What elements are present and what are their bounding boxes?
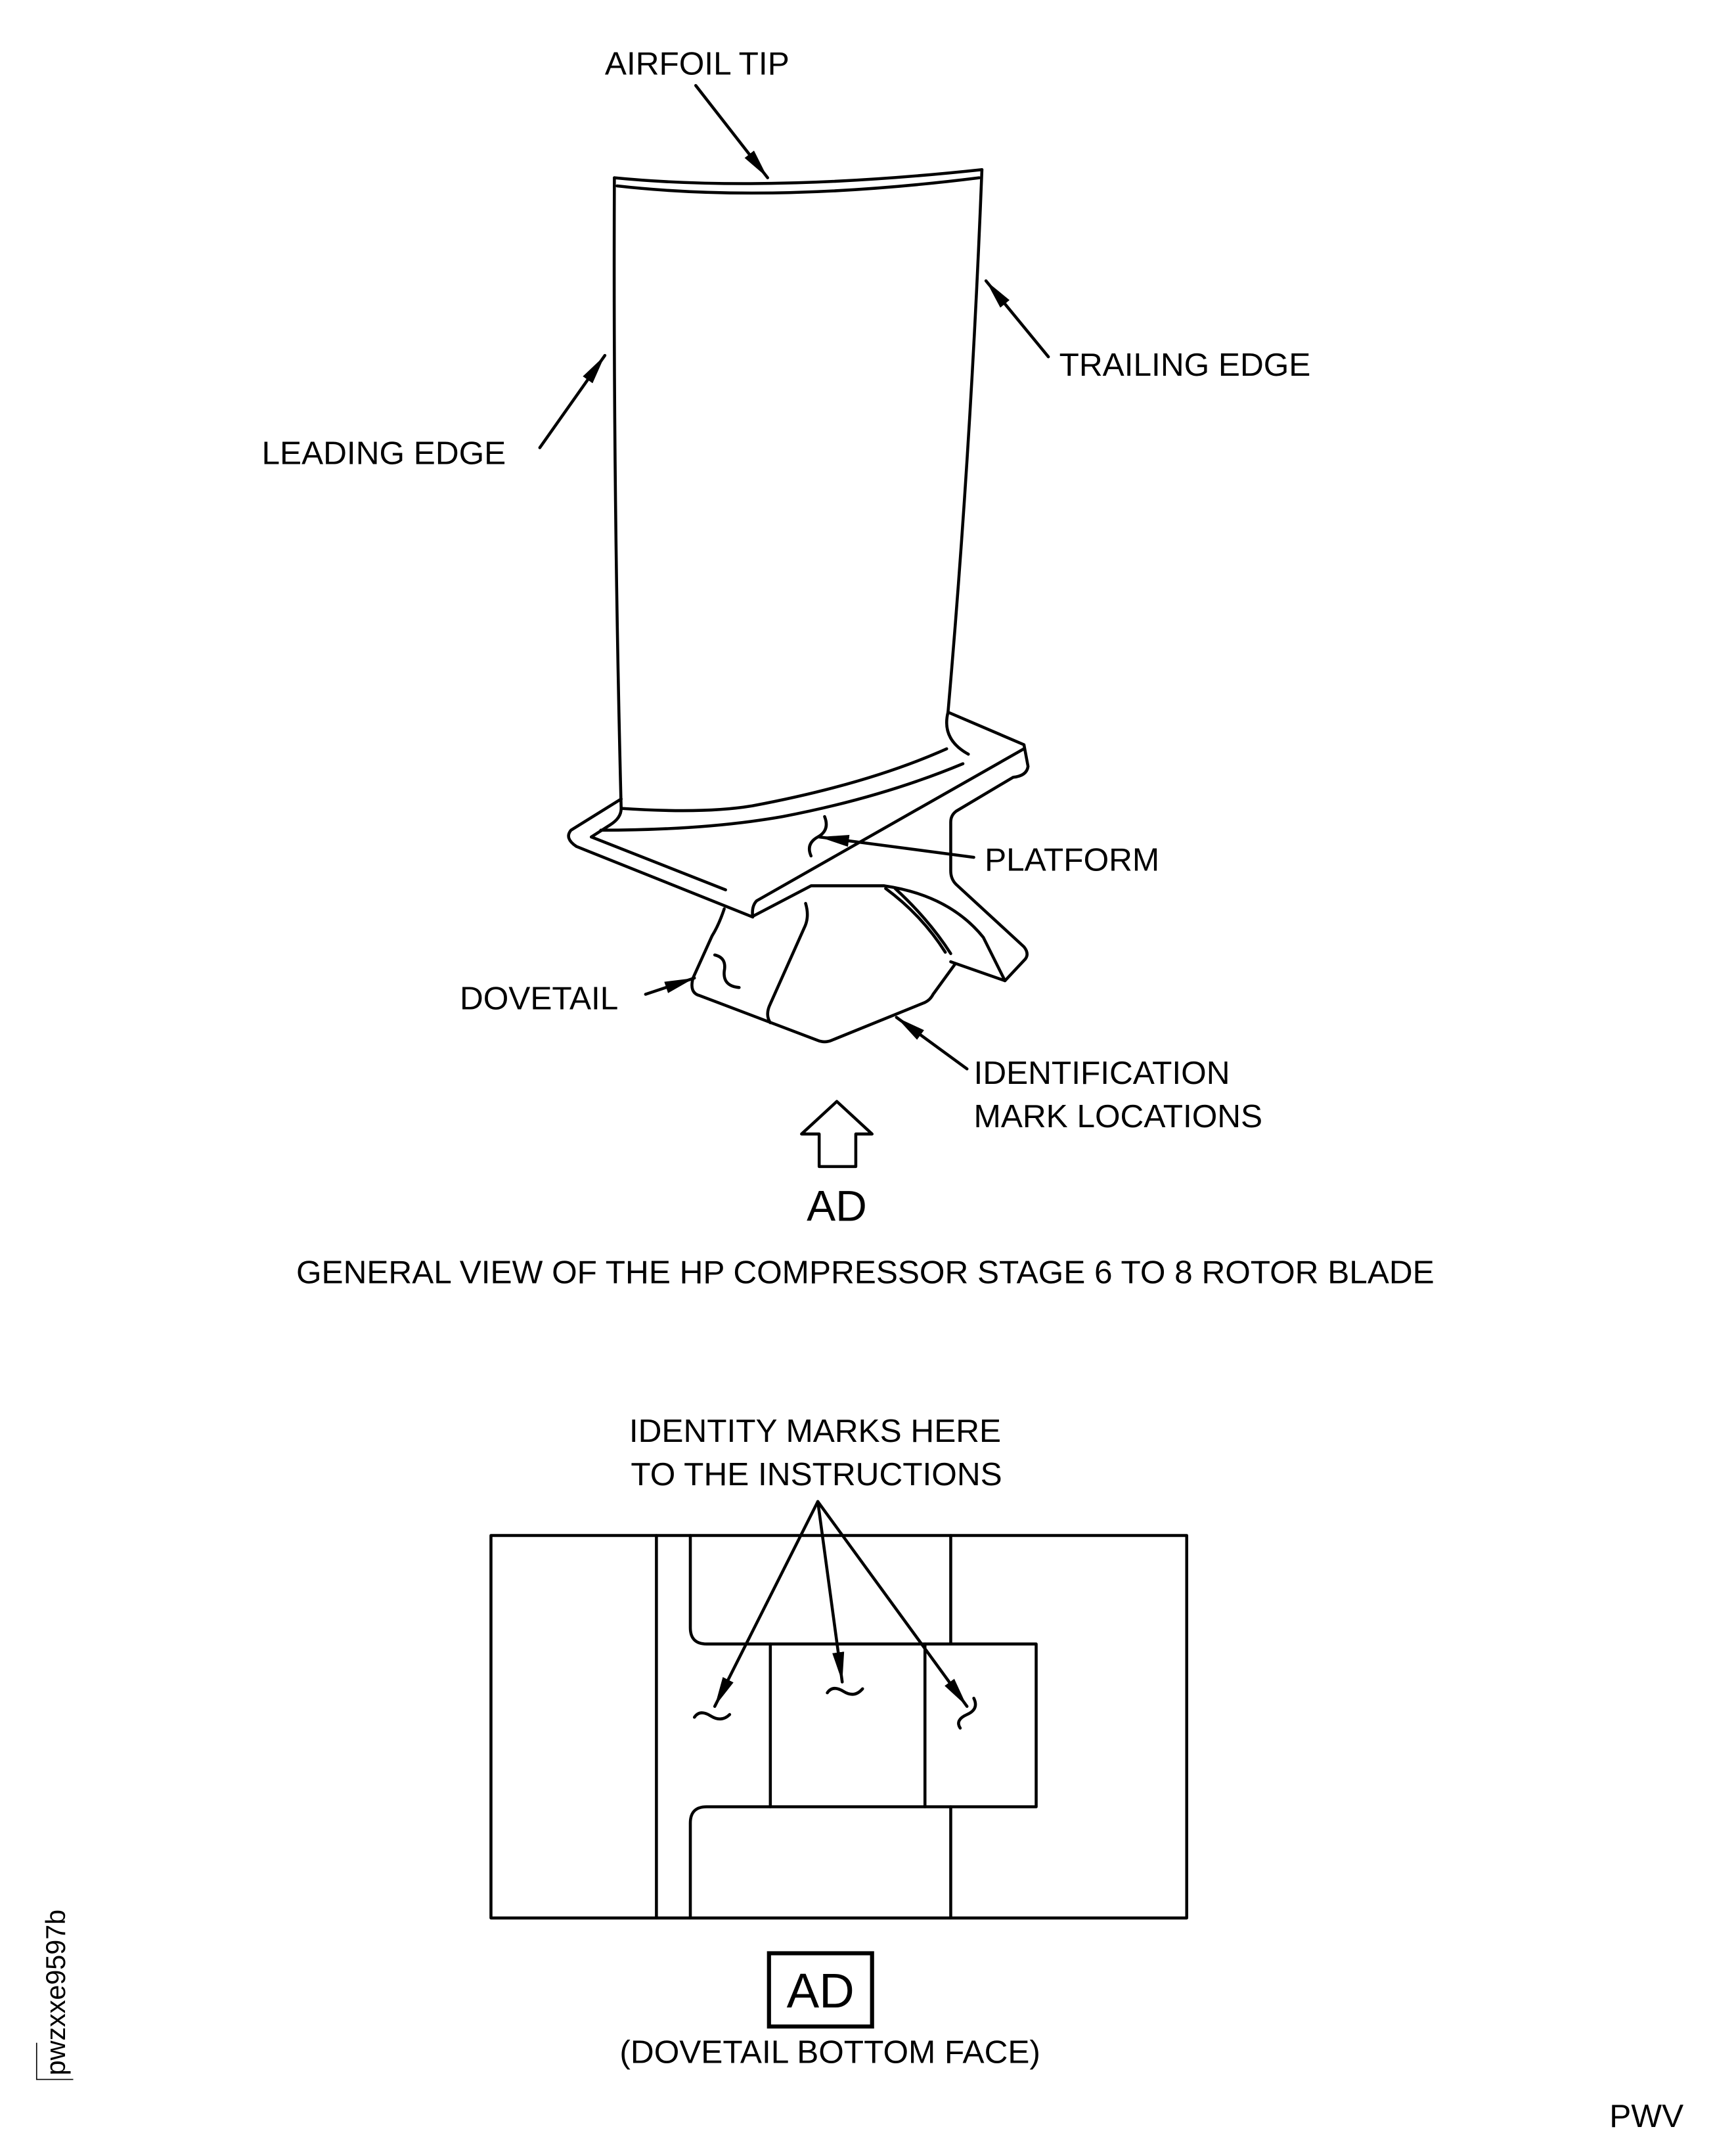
identity-marks-label-line1: IDENTITY MARKS HERE	[629, 1412, 1001, 1449]
platform-arrow	[817, 835, 975, 859]
view-direction-arrow-icon	[800, 1100, 874, 1169]
identification-label-line2: MARK LOCATIONS	[974, 1098, 1263, 1134]
leading-edge-label: LEADING EDGE	[262, 434, 506, 471]
identification-arrow	[895, 1016, 969, 1071]
identity-mark-squiggle-center	[826, 1687, 864, 1696]
trailing-edge-label: TRAILING EDGE	[1059, 346, 1311, 383]
identity-arrow-left	[713, 1500, 820, 1708]
identity-arrow-right	[816, 1500, 969, 1708]
figure-code-bracket	[35, 2042, 74, 2080]
identity-marks-label-line2: TO THE INSTRUCTIONS	[631, 1456, 1002, 1492]
airfoil-tip-arrow	[694, 83, 769, 179]
view-label-box	[767, 1951, 874, 2029]
dovetail-mark-squiggle	[713, 953, 741, 989]
identity-arrow-center	[816, 1500, 845, 1684]
identity-mark-squiggle-right	[957, 1697, 977, 1730]
dovetail	[690, 884, 1007, 1044]
dovetail-bottom-face-view	[489, 1534, 1189, 1920]
view-arrow-label: AD	[807, 1182, 867, 1230]
dovetail-label: DOVETAIL	[460, 979, 618, 1016]
view-box-label: AD	[787, 1963, 855, 2018]
bottom-face-caption: (DOVETAIL BOTTOM FACE)	[619, 2034, 1040, 2071]
identification-label-line1: IDENTIFICATION	[974, 1054, 1230, 1091]
identity-mark-squiggle-left	[692, 1711, 732, 1721]
dovetail-arrow	[644, 976, 696, 996]
airfoil-tip-label: AIRFOIL TIP	[605, 45, 790, 82]
platform	[567, 710, 1030, 983]
platform-label: PLATFORM	[985, 841, 1159, 878]
corner-code: PWV	[1609, 2097, 1683, 2134]
airfoil	[612, 168, 984, 811]
trailing-edge-arrow	[984, 279, 1050, 359]
figure-caption: GENERAL VIEW OF THE HP COMPRESSOR STAGE …	[296, 1253, 1435, 1290]
figure-code: pwzxxe9597b	[41, 1910, 71, 2075]
leading-edge-arrow	[538, 353, 607, 449]
